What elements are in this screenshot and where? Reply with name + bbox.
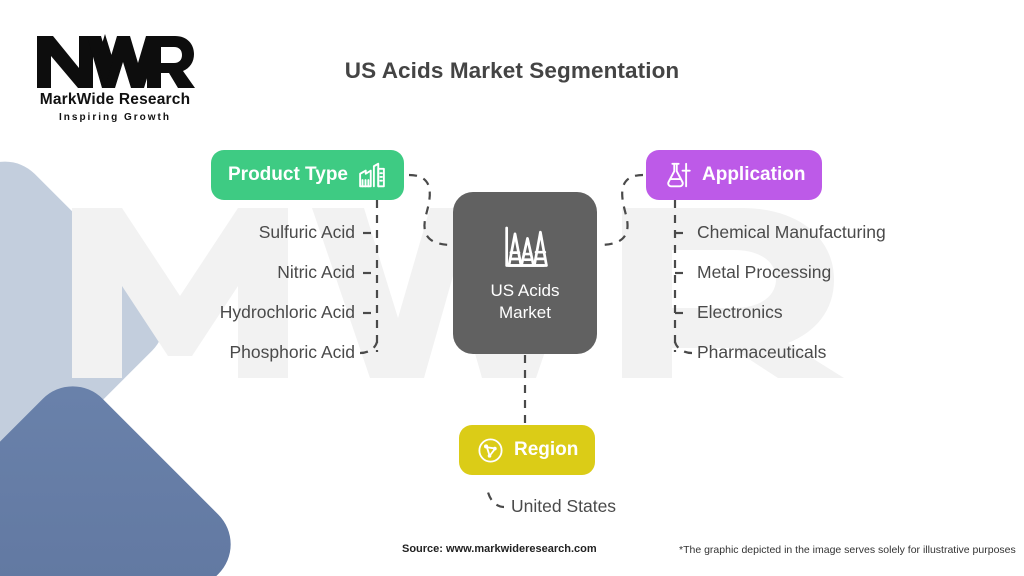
branch-label-region: Region (514, 439, 579, 460)
connector-product-to-center (408, 173, 454, 247)
leaf-stub-left-4 (359, 341, 379, 355)
center-node-label-line1: US Acids (490, 280, 560, 300)
leaf-stub-region-1 (485, 487, 505, 509)
branch-label-application: Application (702, 164, 806, 185)
leaf-application-4: Pharmaceuticals (697, 342, 827, 362)
branch-node-region[interactable]: Region (459, 425, 596, 475)
disclaimer-text: *The graphic depicted in the image serve… (679, 544, 1016, 556)
logo-company-name: MarkWide Research (39, 91, 191, 108)
leaf-application-2: Metal Processing (697, 262, 832, 282)
logo-tagline: Inspiring Growth (59, 112, 171, 123)
brand-logo: MarkWide Research Inspiring Growth (22, 32, 208, 123)
center-node[interactable]: US Acids Market (453, 192, 597, 354)
branch-label-product-type: Product Type (228, 164, 348, 185)
bar-chart-icon (505, 226, 548, 267)
factory-icon (359, 162, 385, 188)
center-node-label: US Acids Market (491, 280, 560, 324)
leaf-product-type-3: Hydrochloric Acid (219, 302, 355, 322)
leaf-application-1: Chemical Manufacturing (697, 222, 886, 242)
globe-icon (478, 437, 503, 463)
leaf-product-type-4: Phosphoric Acid (229, 342, 356, 362)
leaf-product-type-1: Sulfuric Acid (258, 222, 355, 242)
connector-application-to-center (597, 173, 644, 247)
decorative-square-dark (0, 368, 249, 576)
center-node-label-line2: Market (499, 302, 551, 322)
mwr-monogram-icon (37, 34, 195, 88)
decorative-square-light (0, 144, 182, 498)
source-text: Source: www.markwideresearch.com (402, 543, 597, 555)
flask-icon (667, 162, 691, 188)
leaf-product-type-2: Nitric Acid (277, 262, 355, 282)
page-title: US Acids Market Segmentation (344, 58, 680, 83)
leaf-application-3: Electronics (697, 302, 783, 322)
leaf-region-1: United States (511, 496, 617, 516)
branch-node-application[interactable]: Application (646, 150, 823, 200)
leaf-stub-right-4 (673, 341, 693, 355)
branch-node-product-type[interactable]: Product Type (211, 150, 404, 200)
